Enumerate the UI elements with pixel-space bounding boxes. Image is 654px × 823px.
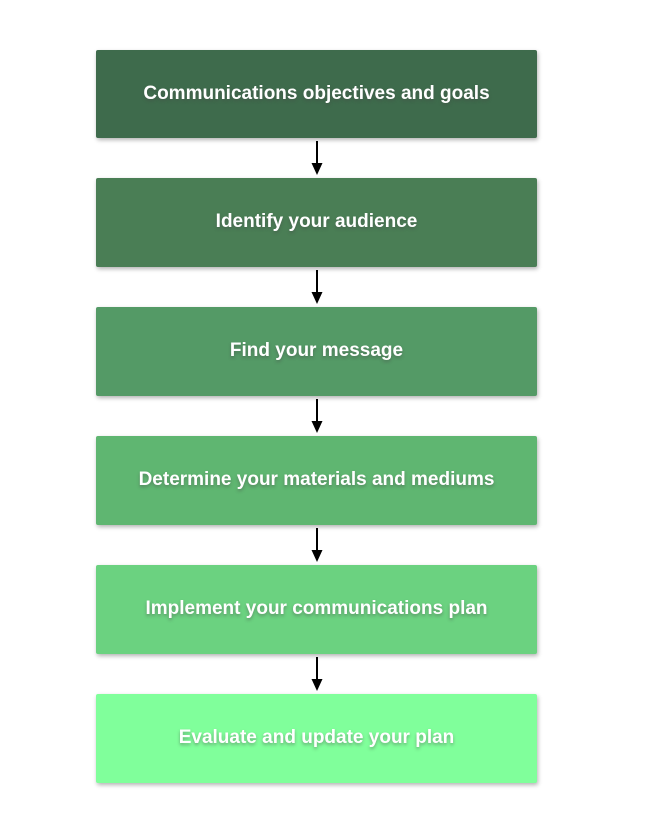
- arrow-gap-3: [96, 396, 537, 436]
- arrow-gap-5: [96, 654, 537, 694]
- arrow-gap-2: [96, 267, 537, 307]
- arrow-down-icon: [311, 141, 322, 175]
- step-label-3: Find your message: [229, 340, 404, 362]
- step-box-3: Find your message: [96, 307, 537, 396]
- communications-plan-flowchart: Communications objectives and goals Iden…: [96, 50, 537, 783]
- arrow-gap-4: [96, 525, 537, 565]
- step-label-6: Evaluate and update your plan: [178, 727, 455, 749]
- step-label-2: Identify your audience: [215, 211, 418, 233]
- arrow-down-icon: [311, 399, 322, 433]
- arrow-gap-1: [96, 138, 537, 178]
- step-box-4: Determine your materials and mediums: [96, 436, 537, 525]
- step-box-5: Implement your communications plan: [96, 565, 537, 654]
- arrow-down-icon: [311, 657, 322, 691]
- step-box-6: Evaluate and update your plan: [96, 694, 537, 783]
- step-label-1: Communications objectives and goals: [143, 82, 490, 104]
- step-box-1: Communications objectives and goals: [96, 50, 537, 138]
- arrow-down-icon: [311, 270, 322, 304]
- arrow-down-icon: [311, 528, 322, 562]
- step-box-2: Identify your audience: [96, 178, 537, 267]
- step-label-4: Determine your materials and mediums: [138, 469, 495, 491]
- step-label-5: Implement your communications plan: [145, 598, 488, 620]
